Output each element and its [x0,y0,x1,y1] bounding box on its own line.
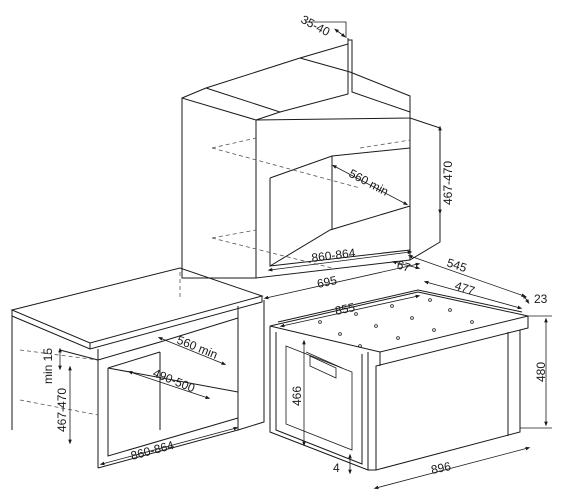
dim-undercounter-inner: 490-500 [151,366,197,396]
dim-undercounter-depth: 560 min [175,333,220,362]
dim-oven-front-height: 480 [534,362,548,382]
dim-oven-total-depth: 695 [316,273,339,291]
dimension-lines [58,21,552,490]
dim-oven-body-height: 466 [290,386,304,406]
dim-oven-body-width: 855 [334,300,357,318]
dim-undercounter-width: 860-864 [129,438,175,463]
dim-oven-bottom: 4 [333,461,340,475]
dim-oven-door-offset: 23 [534,292,548,306]
dim-top-gap: 35-40 [299,12,333,39]
oven [269,289,529,471]
dim-undercounter-min: min 15 [41,348,55,384]
dim-oven-depth: 545 [445,256,469,276]
dim-column-depth: 560 min [347,166,391,198]
dim-oven-front-depth: 67 [395,258,412,276]
dim-oven-front-width: 896 [430,459,453,477]
dim-oven-body-depth: 477 [453,279,477,299]
column-cabinet [181,38,441,279]
dim-undercounter-height: 467-470 [55,388,69,432]
dim-column-width: 860-864 [311,246,357,265]
dim-column-height: 467-470 [441,161,455,205]
dimension-labels: 35-40 467-470 560 min 860-864 min 15 467… [41,12,548,477]
